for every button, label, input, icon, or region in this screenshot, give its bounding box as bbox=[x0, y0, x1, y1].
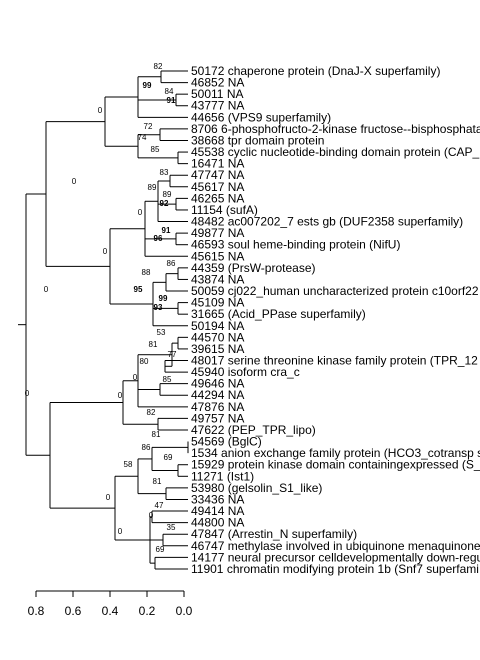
leaf-label: 47622 (PEP_TPR_lipo) bbox=[191, 423, 316, 437]
branch-support-label: 47 bbox=[155, 501, 164, 510]
leaf-label: 50194 NA bbox=[191, 319, 244, 333]
branch-support-label: 74 bbox=[138, 133, 147, 142]
leaf-label: 47876 NA bbox=[191, 400, 244, 414]
leaf-labels: 50172 chaperone protein (DnaJ-X superfam… bbox=[191, 64, 480, 576]
leaf-label: 44294 NA bbox=[191, 388, 244, 402]
leaf-label: 31665 (Acid_PPase superfamily) bbox=[191, 307, 366, 321]
axis-tick-label: 0.0 bbox=[176, 604, 193, 618]
leaf-label: 46593 soul heme-binding protein (NifU) bbox=[191, 238, 400, 252]
leaf-label: 49757 NA bbox=[191, 411, 244, 425]
leaf-label: 48482 ac007202_7 ests gb (DUF2358 superf… bbox=[191, 215, 463, 229]
branch-support-label: 80 bbox=[140, 357, 149, 366]
branch-support-label: 99 bbox=[159, 294, 168, 303]
branch-support-label: 88 bbox=[142, 268, 151, 277]
branch-support-label: 0 bbox=[0, 0, 3, 2]
branch-support-label: 84 bbox=[165, 87, 174, 96]
leaf-label: 49877 NA bbox=[191, 226, 244, 240]
branch-support-label: 85 bbox=[151, 145, 160, 154]
leaf-label: 44656 (VPS9 superfamily) bbox=[191, 110, 331, 124]
branch-support-label: 86 bbox=[142, 443, 151, 452]
branch-support-label: 91 bbox=[167, 96, 176, 105]
leaf-label: 45538 cyclic nucleotide-binding domain p… bbox=[191, 145, 479, 159]
axis-tick-label: 0.4 bbox=[102, 604, 119, 618]
branch-support-label: 0 bbox=[149, 511, 154, 520]
leaf-label: 14177 neural precursor celldevelopmental… bbox=[191, 550, 480, 564]
leaf-label: 16471 NA bbox=[191, 157, 244, 171]
branch-support-label: 0 bbox=[25, 389, 30, 398]
leaf-label: 1534 anion exchange family protein (HCO3… bbox=[191, 446, 480, 460]
leaf-label: 11901 chromatin modifying protein 1b (Sn… bbox=[191, 562, 479, 576]
leaf-label: 46852 NA bbox=[191, 76, 244, 90]
branch-support-label: 0 bbox=[118, 527, 123, 536]
scale-axis: 0.8 0.6 0.4 0.2 0.0 bbox=[28, 590, 193, 618]
branch-support-label: 0 bbox=[138, 208, 143, 217]
leaf-label: 45940 isoform cra_c bbox=[191, 365, 300, 379]
leaf-label: 43777 NA bbox=[191, 99, 244, 113]
branch-support-label: 0 bbox=[98, 106, 103, 115]
branch-support-labels: 8299849107274850838989920919608688999395… bbox=[0, 0, 177, 554]
leaf-label: 46265 NA bbox=[191, 191, 244, 205]
leaf-label: 44800 NA bbox=[191, 516, 244, 530]
branch-support-label: 92 bbox=[160, 199, 169, 208]
branch-support-label: 86 bbox=[167, 259, 176, 268]
branch-support-label: 81 bbox=[152, 430, 161, 439]
branch-support-label: 81 bbox=[153, 477, 162, 486]
leaf-label: 38668 tpr domain protein bbox=[191, 133, 324, 147]
branch-support-label: 77 bbox=[168, 350, 177, 359]
branch-support-label: 82 bbox=[147, 408, 156, 417]
tree-edges bbox=[18, 70, 189, 570]
leaf-label: 50172 chaperone protein (DnaJ-X superfam… bbox=[191, 64, 440, 78]
leaf-label: 11271 (Ist1) bbox=[191, 469, 254, 483]
branch-support-label: 0 bbox=[133, 373, 138, 382]
branch-support-label: 95 bbox=[134, 285, 143, 294]
branch-support-label: 89 bbox=[148, 183, 157, 192]
leaf-label: 43874 NA bbox=[191, 272, 244, 286]
leaf-label: 54569 (BglC) bbox=[191, 435, 262, 449]
leaf-label: 49646 NA bbox=[191, 377, 244, 391]
leaf-label: 48017 serine threonine kinase family pro… bbox=[191, 354, 478, 368]
branch-support-label: 82 bbox=[154, 62, 163, 71]
leaf-label: 46747 methylase involved in ubiquinone m… bbox=[191, 539, 480, 553]
branch-support-label: 89 bbox=[163, 190, 172, 199]
leaf-label: 45617 NA bbox=[191, 180, 244, 194]
axis-tick-label: 0.2 bbox=[139, 604, 156, 618]
branch-support-label: 35 bbox=[167, 523, 176, 532]
leaf-label: 45615 NA bbox=[191, 249, 244, 263]
axis-tick-label: 0.6 bbox=[65, 604, 82, 618]
branch-support-label: 0 bbox=[118, 391, 123, 400]
leaf-label: 15929 protein kinase domain containingex… bbox=[191, 458, 480, 472]
leaf-label: 44359 (PrsW-protease) bbox=[191, 261, 316, 275]
branch-support-label: 69 bbox=[164, 453, 173, 462]
branch-support-label: 96 bbox=[154, 234, 163, 243]
branch-support-label: 83 bbox=[160, 168, 169, 177]
leaf-label: 53980 (gelsolin_S1_like) bbox=[191, 481, 322, 495]
branch-support-label: 0 bbox=[106, 493, 111, 502]
leaf-label: 47747 NA bbox=[191, 168, 244, 182]
axis-tick-label: 0.8 bbox=[28, 604, 45, 618]
branch-support-label: 0 bbox=[103, 247, 108, 256]
leaf-label: 50011 NA bbox=[191, 87, 243, 101]
leaf-label: 39615 NA bbox=[191, 342, 244, 356]
leaf-label: 11154 (sufA) bbox=[191, 203, 258, 217]
branch-support-label: 72 bbox=[144, 122, 153, 131]
leaf-label: 49414 NA bbox=[191, 504, 244, 518]
branch-support-label: 91 bbox=[162, 226, 171, 235]
branch-support-label: 0 bbox=[44, 285, 49, 294]
branch-support-label: 85 bbox=[163, 375, 172, 384]
leaf-label: 44570 NA bbox=[191, 330, 244, 344]
branch-support-label: 58 bbox=[124, 460, 133, 469]
leaf-label: 8706 6-phosphofructo-2-kinase fructose--… bbox=[191, 122, 480, 136]
leaf-label: 33436 NA bbox=[191, 492, 244, 506]
branch-support-label: 93 bbox=[154, 303, 163, 312]
branch-support-label: 53 bbox=[157, 328, 166, 337]
branch-support-label: 69 bbox=[156, 545, 165, 554]
leaf-label: 47847 (Arrestin_N superfamily) bbox=[191, 527, 357, 541]
branch-support-label: 99 bbox=[143, 81, 152, 90]
leaf-label: 45109 NA bbox=[191, 296, 244, 310]
leaf-label: 50059 cj022_human uncharacterized protei… bbox=[191, 284, 479, 298]
branch-support-label: 81 bbox=[149, 340, 158, 349]
branch-support-label: 0 bbox=[72, 177, 77, 186]
